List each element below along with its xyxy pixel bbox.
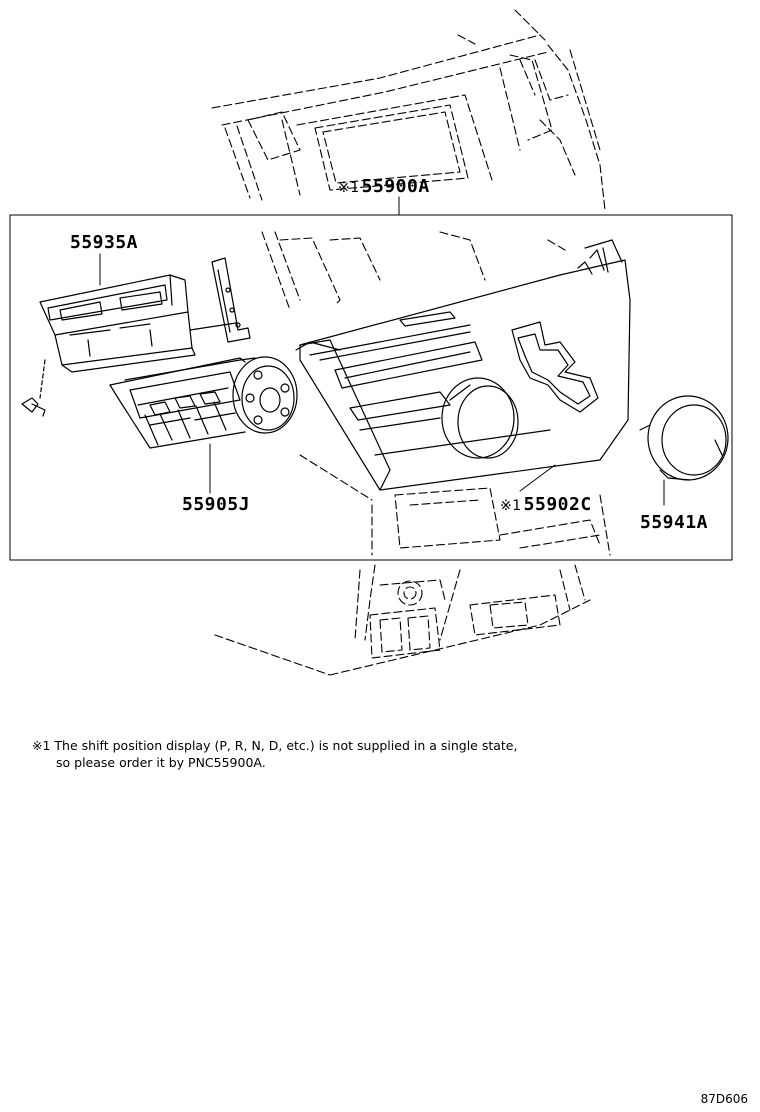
- callout-55905J[interactable]: 55905J: [182, 494, 250, 515]
- footnote-line-2: so please order it by PNC55900A.: [56, 755, 266, 770]
- detail-frame: [9, 214, 733, 561]
- asterisk-mark: ※1: [500, 498, 522, 514]
- part-number: 55935A: [70, 232, 139, 253]
- leader-lines: [99, 196, 665, 506]
- diagram-code: 87D606: [700, 1092, 748, 1106]
- asterisk-mark: ※1: [338, 180, 360, 196]
- callout-55935A[interactable]: 55935A: [70, 232, 138, 253]
- bezel-55902C: [295, 239, 631, 491]
- dashboard-outline: [211, 9, 606, 676]
- part-number: 55941A: [640, 512, 709, 533]
- callout-55941A[interactable]: 55941A: [640, 512, 708, 533]
- screw: [21, 359, 46, 417]
- part-number: 55900A: [361, 176, 430, 197]
- panel-ghost-lines: [261, 231, 611, 556]
- display-unit-55935A: [39, 257, 251, 373]
- ring-55941A: [639, 395, 729, 481]
- parts-diagram: [9, 9, 733, 676]
- control-panel-55905J: [109, 356, 298, 449]
- footnote: ※1 The shift position display (P, R, N, …: [32, 737, 517, 771]
- footnote-mark: ※1: [32, 738, 51, 753]
- part-number: 55905J: [182, 494, 251, 515]
- part-number: 55902C: [523, 494, 592, 515]
- footnote-line-1: The shift position display (P, R, N, D, …: [54, 738, 518, 753]
